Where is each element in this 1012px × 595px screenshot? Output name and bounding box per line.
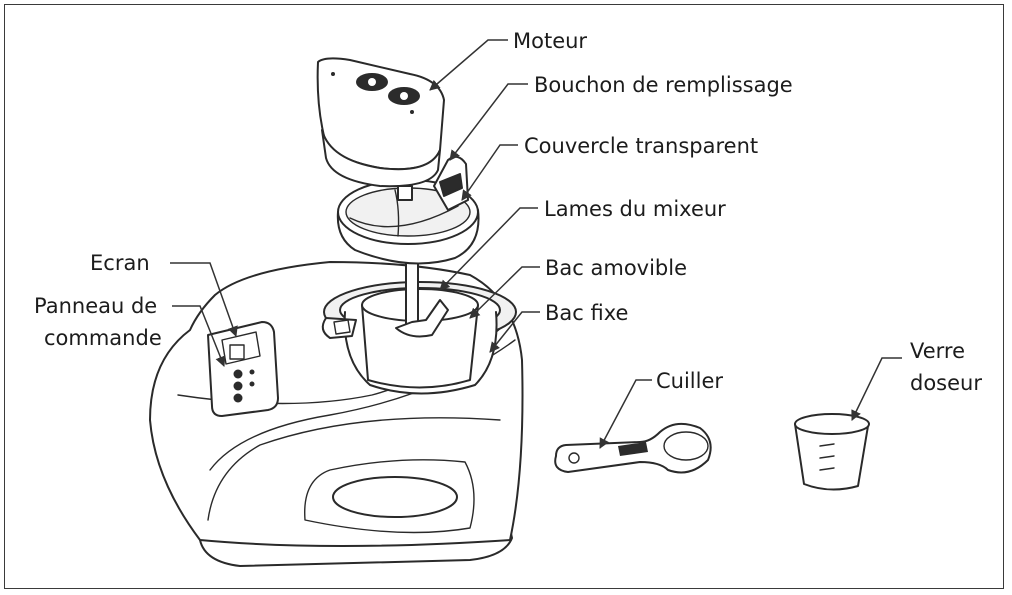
- label-bac-fixe: Bac fixe: [545, 301, 628, 325]
- transparent-lid: [336, 155, 480, 265]
- control-panel: [207, 321, 279, 417]
- label-bouchon: Bouchon de remplissage: [534, 73, 793, 97]
- label-verre-line1: Verre: [910, 339, 965, 363]
- label-panneau-line2: commande: [44, 326, 162, 350]
- label-ecran: Ecran: [90, 251, 150, 275]
- label-bac-amovible: Bac amovible: [545, 256, 687, 280]
- label-panneau-line1: Panneau de: [34, 294, 157, 318]
- label-moteur: Moteur: [513, 29, 587, 53]
- label-couvercle: Couvercle transparent: [524, 134, 758, 158]
- bowl-assembly: [321, 261, 517, 395]
- vent-grille: [304, 459, 475, 534]
- scoop-spoon: [554, 422, 712, 474]
- label-cuiller: Cuiller: [656, 369, 723, 393]
- leader-lines: [170, 39, 902, 449]
- label-verre-line2: doseur: [910, 371, 982, 395]
- measuring-cup: [794, 413, 870, 491]
- motor-unit: [316, 57, 445, 201]
- label-lames: Lames du mixeur: [544, 197, 726, 221]
